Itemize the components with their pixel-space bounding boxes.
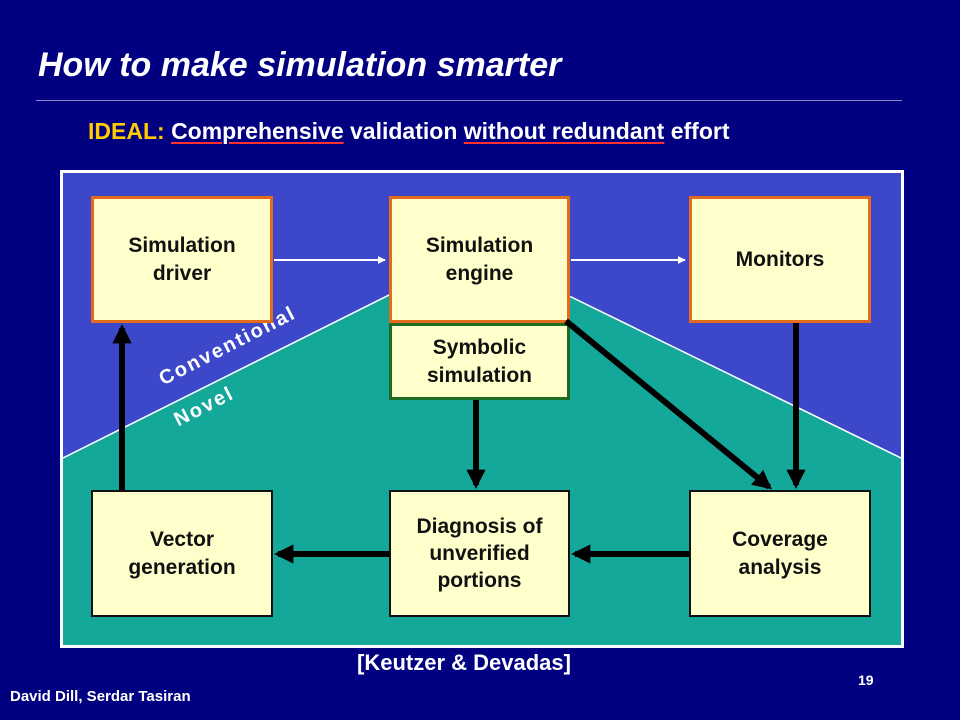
ideal-label: IDEAL:	[88, 118, 165, 144]
vector-generation-box: Vector generation	[91, 490, 273, 617]
diagram-panel: Conventional Novel Simulation driver Sim…	[60, 170, 904, 648]
simulation-driver-box: Simulation driver	[91, 196, 273, 323]
ideal-suffix: effort	[670, 118, 730, 144]
ideal-statement: IDEAL: Comprehensive validation without …	[88, 118, 730, 145]
coverage-analysis-box: Coverage analysis	[689, 490, 871, 617]
symbolic-simulation-box: Symbolic simulation	[389, 323, 570, 400]
monitors-box: Monitors	[689, 196, 871, 323]
ideal-comprehensive: Comprehensive	[171, 118, 344, 144]
diagnosis-box: Diagnosis of unverified portions	[389, 490, 570, 617]
page-number: 19	[858, 672, 874, 688]
arrow-engine-to-coverage	[564, 318, 772, 490]
slide-title: How to make simulation smarter	[38, 46, 562, 84]
citation: [Keutzer & Devadas]	[357, 650, 571, 675]
ideal-without-redundant: without redundant	[463, 118, 665, 144]
arrows-layer	[112, 256, 806, 564]
ideal-middle: validation	[350, 118, 458, 144]
simulation-engine-box: Simulation engine	[389, 196, 570, 323]
authors: David Dill, Serdar Tasiran	[10, 688, 191, 705]
title-divider	[36, 100, 902, 101]
